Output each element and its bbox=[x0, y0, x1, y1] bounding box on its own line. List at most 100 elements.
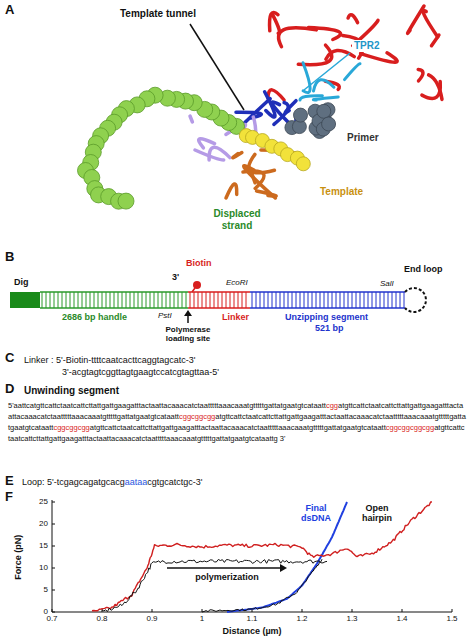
unzipping-dna bbox=[392, 292, 393, 308]
construct-label: SalI bbox=[380, 279, 394, 288]
construct-label: Unzipping segment bbox=[285, 312, 368, 322]
handle-dna bbox=[58, 292, 59, 308]
handle-dna bbox=[74, 292, 75, 308]
unzipping-dna bbox=[336, 292, 337, 308]
handle-dna bbox=[54, 292, 55, 308]
unzipping-dna bbox=[324, 292, 325, 308]
linker-dna bbox=[230, 292, 231, 308]
linker-dna bbox=[188, 291, 250, 293]
handle-dna bbox=[94, 292, 95, 308]
final-dsdna-curve bbox=[227, 502, 347, 612]
sequence-block: 5'aattcatgttcattctaatcattcttattgattgaaga… bbox=[8, 400, 466, 444]
unzipping-dna bbox=[356, 292, 357, 308]
unzipping-dna bbox=[276, 292, 277, 308]
sequence-text: cgtgcatctgc-3' bbox=[147, 477, 202, 487]
handle-dna bbox=[178, 292, 179, 308]
polymerization-trace bbox=[102, 560, 327, 612]
relaxation-trace bbox=[202, 559, 322, 612]
tick-label: 15 bbox=[39, 541, 48, 550]
axis-tick bbox=[52, 524, 55, 525]
handle-dna bbox=[66, 292, 67, 308]
displaced-strand-spheres bbox=[78, 87, 245, 209]
unzipping-dna bbox=[304, 292, 305, 308]
panel-letter: A bbox=[5, 3, 14, 18]
construct-label: Biotin bbox=[186, 258, 212, 268]
handle-dna bbox=[154, 292, 155, 308]
protein-ribbon bbox=[408, 6, 424, 33]
panel-letter: E bbox=[5, 474, 14, 489]
tpr2-ribbon bbox=[345, 64, 361, 80]
section-title: Unwinding segment bbox=[24, 385, 119, 397]
unzipping-dna bbox=[364, 292, 365, 308]
protein-ribbon bbox=[348, 15, 358, 23]
unzipping-dna bbox=[404, 292, 405, 308]
handle-dna bbox=[134, 292, 135, 308]
unzipping-dna bbox=[388, 292, 389, 308]
tick-label: 25 bbox=[39, 497, 48, 506]
polymerization-arrow bbox=[280, 564, 287, 572]
unzipping-dna bbox=[384, 292, 385, 308]
biotin-dot bbox=[193, 281, 201, 289]
construct-label: PstI bbox=[158, 311, 172, 320]
handle-dna bbox=[118, 292, 119, 308]
protein-ribbon bbox=[257, 191, 277, 196]
handle-dna bbox=[106, 292, 107, 308]
protein-ribbon bbox=[423, 11, 437, 37]
handle-dna bbox=[42, 292, 43, 308]
handle-dna bbox=[142, 292, 143, 308]
unzipping-dna bbox=[360, 292, 361, 308]
protein-ribbon bbox=[209, 147, 230, 160]
handle-dna bbox=[122, 292, 123, 308]
structure-label: Displaced strand bbox=[200, 208, 274, 231]
unzipping-dna bbox=[352, 292, 353, 308]
handle-dna bbox=[150, 292, 151, 308]
tick-label: 1.4 bbox=[396, 614, 407, 623]
unzipping-dna bbox=[288, 292, 289, 308]
handle-dna bbox=[174, 292, 175, 308]
linker-dna bbox=[238, 292, 239, 308]
construct-label: Linker bbox=[222, 312, 249, 322]
tick-label: 0.7 bbox=[46, 614, 57, 623]
construct-label: 521 bp bbox=[315, 323, 344, 333]
repeat-highlight: cggcggcgg bbox=[53, 423, 89, 432]
protein-ribbon bbox=[265, 92, 275, 117]
linker-dna bbox=[188, 292, 250, 308]
linker-dna bbox=[206, 292, 207, 308]
handle-dna bbox=[182, 292, 183, 308]
panel-letter: F bbox=[5, 490, 13, 505]
tpr2-ribbon bbox=[313, 97, 338, 100]
primer-spheres bbox=[317, 104, 331, 118]
axis-tick bbox=[52, 502, 55, 503]
handle-dna bbox=[146, 292, 147, 308]
repeat-highlight: cggcggcggcgg bbox=[386, 423, 434, 432]
construct-label: EcoRI bbox=[226, 278, 248, 287]
construct-label: 2686 bp handle bbox=[62, 312, 127, 322]
handle-dna bbox=[98, 292, 99, 308]
unzipping-dna bbox=[268, 292, 269, 308]
tick-label: 20 bbox=[39, 519, 48, 528]
construct-label: Dig bbox=[14, 277, 29, 287]
linker-dna bbox=[226, 292, 227, 308]
protein-ribbon bbox=[233, 153, 242, 158]
linker-dna bbox=[202, 292, 203, 308]
axis-tick bbox=[352, 609, 353, 612]
handle-dna bbox=[46, 292, 47, 308]
dig-block bbox=[10, 292, 40, 308]
unzipping-dna bbox=[312, 292, 313, 308]
unzipping-dna bbox=[292, 292, 293, 308]
protein-ribbon bbox=[279, 28, 317, 47]
handle-dna bbox=[62, 292, 63, 308]
axis-title: Force (pN) bbox=[13, 535, 23, 580]
handle-dna bbox=[102, 292, 103, 308]
linker-dna bbox=[194, 292, 195, 308]
unzipping-dna bbox=[316, 292, 317, 308]
protein-ribbon bbox=[190, 116, 192, 122]
protein-ribbon bbox=[250, 169, 255, 182]
handle-dna bbox=[158, 292, 159, 308]
handle-dna bbox=[162, 292, 163, 308]
y-axis bbox=[52, 500, 53, 612]
unzipping-dna bbox=[332, 292, 333, 308]
unzipping-dna bbox=[300, 292, 301, 308]
panel-letter: D bbox=[5, 382, 14, 397]
